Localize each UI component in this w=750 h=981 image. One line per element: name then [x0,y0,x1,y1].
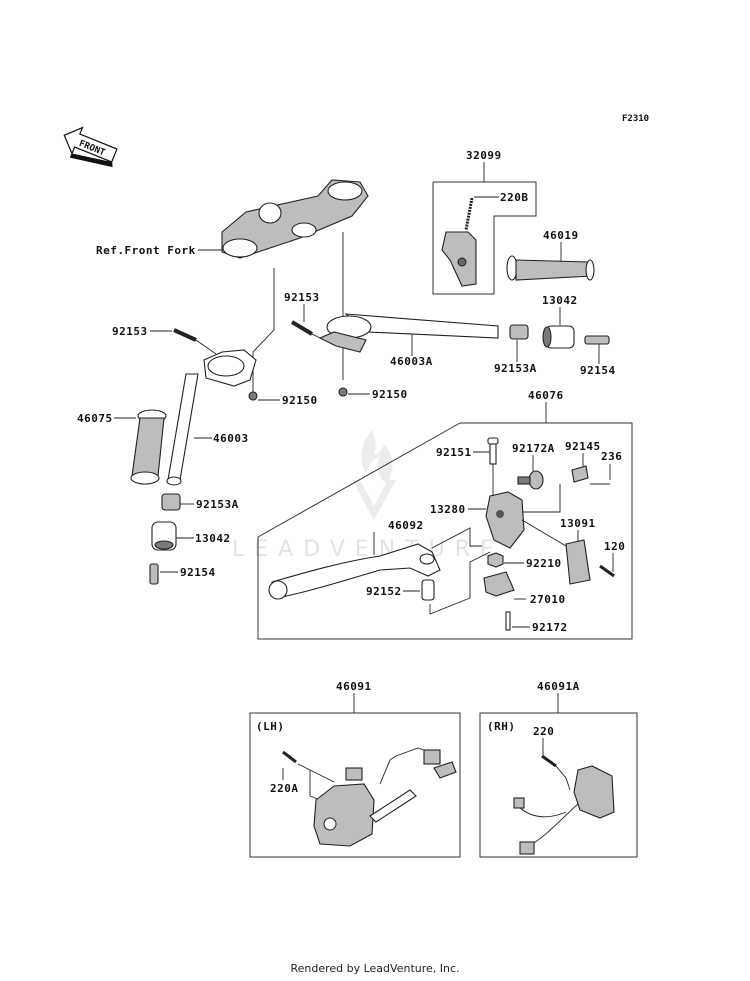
part-label-46003[interactable]: 46003 [213,432,249,445]
part-label-220[interactable]: 220 [533,725,554,738]
part-label-92153A-right[interactable]: 92153A [494,362,537,375]
part-label-46019[interactable]: 46019 [543,229,579,242]
rendered-by-footer: Rendered by LeadVenture, Inc. [290,962,460,975]
spring-92145-part [571,465,589,483]
lh-switch-housing-part [313,747,457,847]
part-label-92152[interactable]: 92152 [366,585,402,598]
throttle-housing-part [441,197,477,287]
part-label-92153A-left[interactable]: 92153A [196,498,239,511]
part-label-92154-left[interactable]: 92154 [180,566,216,579]
grip-46075-part [130,409,167,485]
part-label-13042-right[interactable]: 13042 [542,294,578,307]
part-label-92153-left[interactable]: 92153 [112,325,148,338]
part-label-46091[interactable]: 46091 [336,680,372,693]
part-label-92210[interactable]: 92210 [526,557,562,570]
pivot-bolt-92151-part [487,437,499,465]
part-label-120[interactable]: 120 [604,540,625,553]
part-label-220B[interactable]: 220B [500,191,529,204]
part-label-13280[interactable]: 13280 [430,503,466,516]
handlebar-46003-part [166,349,257,486]
bar-end-weight-right-part [509,324,610,349]
part-label-92172A[interactable]: 92172A [512,442,555,455]
bolt-92150-center-part [338,387,348,397]
ref-front-fork-label: Ref.Front Fork [96,244,196,257]
clutch-lever-46092-part [268,543,441,600]
rh-switch-housing-part [513,765,615,855]
part-label-92154-right[interactable]: 92154 [580,364,616,377]
part-label-92150-left[interactable]: 92150 [282,394,318,407]
clamp-13091-part [565,539,591,585]
part-label-92153-center[interactable]: 92153 [284,291,320,304]
adjuster-92172A-part [517,470,544,490]
nut-92210-part [487,552,504,568]
side-label-lh: (LH) [256,720,285,733]
part-label-92151[interactable]: 92151 [436,446,472,459]
watermark: LEADVENTURE [232,430,504,562]
part-label-27010[interactable]: 27010 [530,593,566,606]
bolt-92153-center-part [290,320,314,336]
switch-27010-part [483,571,515,597]
part-label-46003A[interactable]: 46003A [390,355,433,368]
diagram-code: F2310 [622,114,649,124]
part-label-13042-left[interactable]: 13042 [195,532,231,545]
bar-end-weight-left-part [149,493,181,585]
lever-holder-13280-part [485,491,525,549]
part-label-236[interactable]: 236 [601,450,622,463]
part-label-32099[interactable]: 32099 [466,149,502,162]
screw-92172-part [505,611,511,631]
part-label-46076[interactable]: 46076 [528,389,564,402]
bushing-92152-part [421,579,435,601]
front-arrow-icon: FRONT [63,126,118,168]
part-label-46091A[interactable]: 46091A [537,680,580,693]
grip-46019-part [506,255,595,281]
part-label-220A[interactable]: 220A [270,782,299,795]
watermark-text: LEADVENTURE [232,537,504,562]
part-label-13091[interactable]: 13091 [560,517,596,530]
triple-clamp-part [221,179,369,259]
part-label-92145[interactable]: 92145 [565,440,601,453]
part-label-92172[interactable]: 92172 [532,621,568,634]
part-label-46092[interactable]: 46092 [388,519,424,532]
handlebar-46003A-part [318,313,499,353]
bolt-92150-left-part [248,391,258,401]
side-label-rh: (RH) [487,720,516,733]
part-label-92150-center[interactable]: 92150 [372,388,408,401]
part-label-46075[interactable]: 46075 [77,412,113,425]
